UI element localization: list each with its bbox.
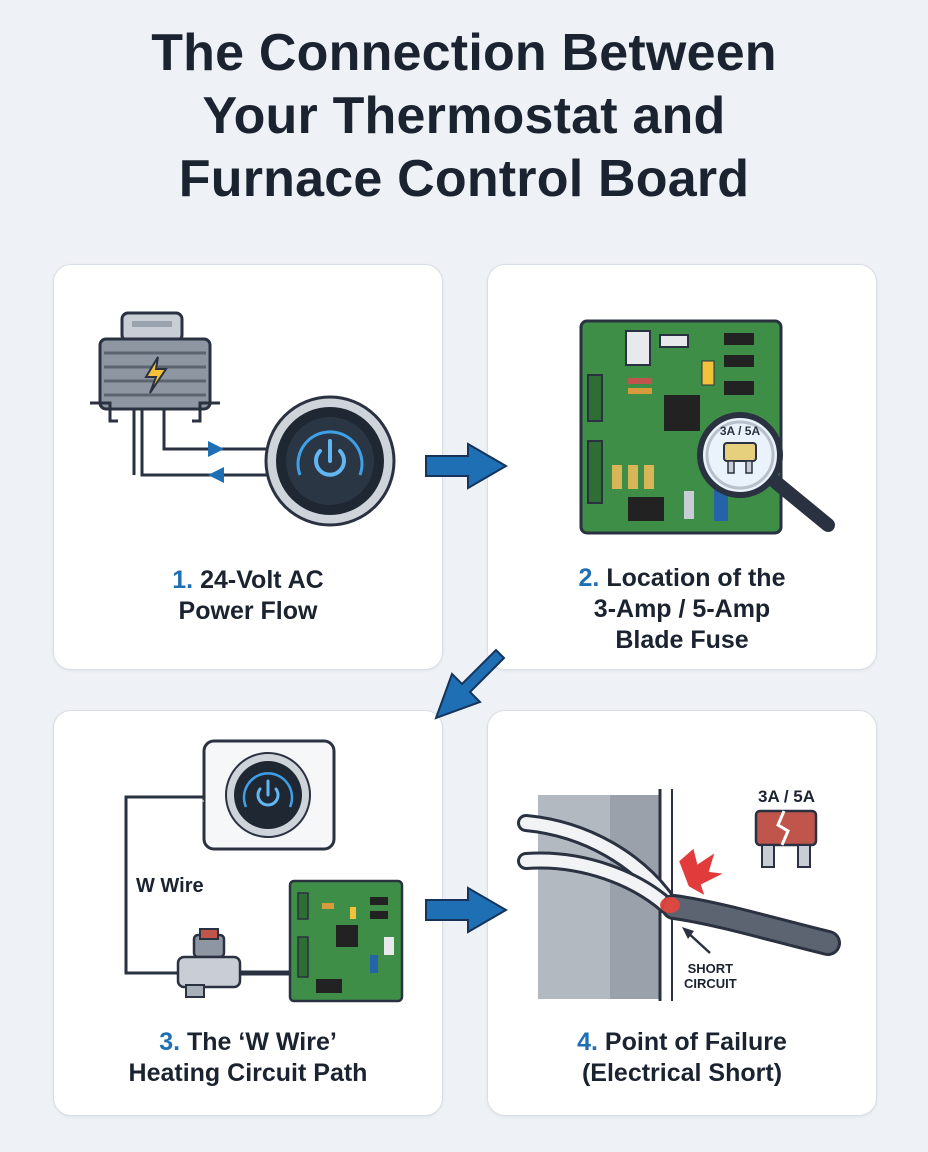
- power-wires: [132, 409, 274, 477]
- panel-caption: 24-Volt AC Power Flow: [178, 566, 324, 625]
- control-board-icon: [288, 879, 404, 1003]
- wire-icon: [517, 814, 841, 956]
- arrow-right-icon: [425, 442, 508, 490]
- fuse-label: 3A / 5A: [758, 787, 816, 806]
- blade-fuse-icon: [723, 442, 757, 474]
- thermostat-icon: [264, 395, 396, 527]
- page-title: The Connection Between Your Thermostat a…: [151, 24, 777, 208]
- arrow-right-icon: [425, 886, 508, 934]
- flow-arrow-icon: [208, 441, 224, 457]
- fuse-label: 3A / 5A: [720, 424, 761, 438]
- electrical-short-illustration: [517, 789, 841, 1001]
- w-wire: [124, 795, 204, 975]
- panel-point-of-failure: 3A / 5A SHORT CIRCUIT 4. Point of Failur…: [487, 710, 877, 1116]
- arrow-down-left-icon: [434, 648, 506, 720]
- transformer-to-thermostat-illustration: [90, 311, 396, 527]
- transformer-icon: [90, 311, 220, 423]
- panel-power-flow: 1. 24-Volt AC Power Flow: [53, 264, 443, 670]
- panel-number: 1.: [172, 566, 194, 594]
- panel-caption: The ‘W Wire’ Heating Circuit Path: [128, 1028, 368, 1087]
- panel-fuse-location: 3A / 5A 2. Location of the 3-Amp / 5-Amp…: [487, 264, 877, 670]
- thermostat-icon: [202, 739, 336, 851]
- short-circuit-label: SHORT CIRCUIT: [684, 961, 737, 991]
- spark-icon: [676, 845, 730, 900]
- panel-number: 3.: [159, 1028, 181, 1056]
- w-wire-label: W Wire: [136, 875, 204, 897]
- panel-caption: Point of Failure (Electrical Short): [581, 1028, 787, 1087]
- blade-fuse-icon: [754, 809, 818, 868]
- magnifier-icon: 3A / 5A: [697, 412, 835, 532]
- w-wire-circuit-illustration: [124, 739, 404, 1003]
- gas-valve-icon: [176, 928, 242, 998]
- flow-arrow-icon: [208, 467, 224, 483]
- panel-number: 4.: [577, 1028, 598, 1056]
- control-board-illustration: 3A / 5A: [579, 319, 835, 535]
- panel-w-wire-path: W Wire 3. The ‘W Wire’ Heating Circuit P…: [53, 710, 443, 1116]
- panel-number: 2.: [578, 564, 600, 592]
- panel-caption: Location of the 3-Amp / 5-Amp Blade Fuse: [593, 564, 786, 654]
